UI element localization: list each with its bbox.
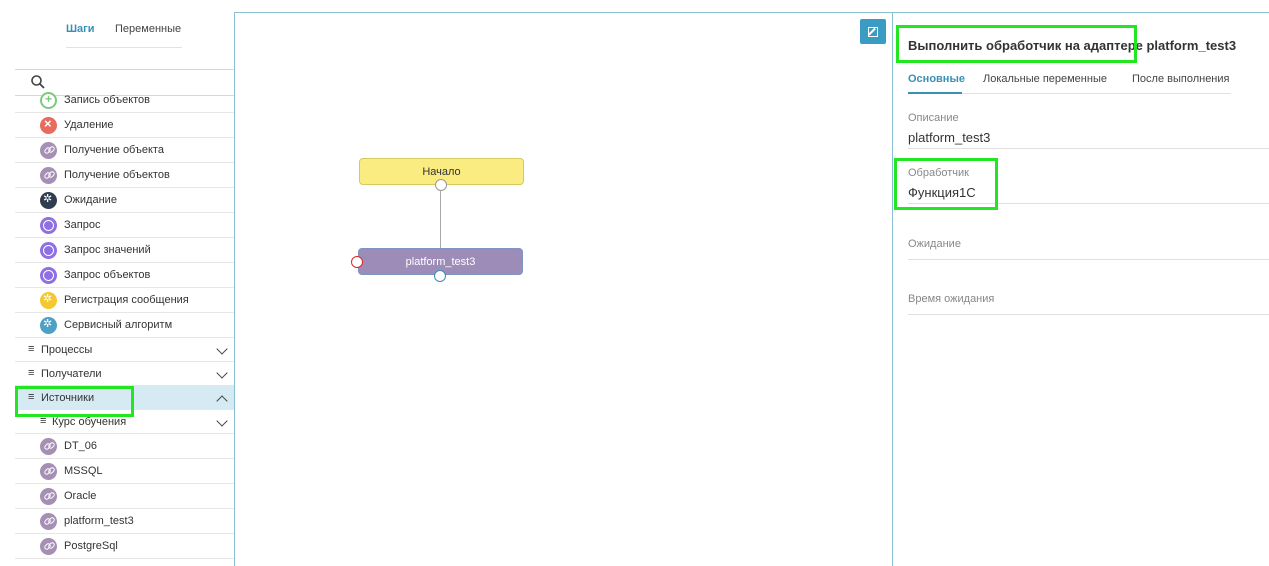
panel-title: Выполнить обработчик на адаптере platfor… [908, 38, 1237, 53]
description-field[interactable]: Описание platform_test3 [908, 112, 1269, 149]
tab-steps[interactable]: Шаги [66, 23, 95, 35]
node-start[interactable]: Начало [359, 158, 524, 185]
list-item[interactable]: platform_test3 [15, 509, 234, 534]
gear-icon [40, 192, 57, 209]
expand-button[interactable] [860, 19, 886, 44]
list-item[interactable]: Получение объектов [15, 163, 234, 188]
description-label: Описание [908, 112, 959, 124]
handler-label: Обработчик [908, 167, 969, 179]
chevron-down-icon[interactable] [216, 343, 228, 355]
add-icon [40, 92, 57, 109]
panel-tabs-divider [908, 93, 1231, 94]
list-item[interactable]: Oracle [15, 484, 234, 509]
gear-icon [40, 292, 57, 309]
list-item-label: DT_06 [64, 440, 98, 452]
gear-icon [40, 317, 57, 334]
list-item[interactable]: Запрос объектов [15, 263, 234, 288]
wait-time-label: Время ожидания [908, 293, 995, 305]
list-item-label: PostgreSql [64, 540, 118, 552]
wait-time-field[interactable]: Время ожидания [908, 293, 1269, 315]
link-icon [40, 463, 57, 480]
description-value[interactable]: platform_test3 [908, 130, 991, 145]
link-icon [40, 513, 57, 530]
list-item[interactable]: Сервисный алгоритм [15, 313, 234, 338]
active-tab-indicator [908, 92, 962, 94]
list-item[interactable]: Получение объекта [15, 138, 234, 163]
list-item-label: Запрос значений [64, 244, 151, 256]
link-icon [40, 488, 57, 505]
circle-icon [40, 217, 57, 234]
circle-icon [40, 242, 57, 259]
list-item-label: Запись объектов [64, 94, 151, 106]
chevron-down-icon[interactable] [216, 367, 228, 379]
list-item-label: Ожидание [64, 194, 117, 206]
list-item-label: Получение объектов [64, 169, 170, 181]
group-label: Курс обучения [52, 416, 127, 428]
list-item-label: MSSQL [64, 465, 103, 477]
chevron-up-icon[interactable] [216, 395, 228, 407]
search-icon[interactable] [30, 74, 46, 90]
menu-icon: ≡ [40, 415, 47, 427]
list-item-label: Регистрация сообщения [64, 294, 189, 306]
list-item[interactable]: Удаление [15, 113, 234, 138]
list-item[interactable]: Ожидание [15, 188, 234, 213]
link-icon [40, 538, 57, 555]
chevron-down-icon[interactable] [216, 415, 228, 427]
waiting-field[interactable]: Ожидание [908, 238, 1269, 260]
list-item[interactable]: MSSQL [15, 459, 234, 484]
tab-variables[interactable]: Переменные [115, 23, 182, 35]
link-icon [40, 167, 57, 184]
steps-list: Запись объектов Удаление Получение объек… [15, 92, 234, 559]
tab-after-execution[interactable]: После выполнения [1132, 73, 1230, 85]
group-label: Источники [41, 392, 95, 404]
list-item[interactable]: DT_06 [15, 434, 234, 459]
delete-icon [40, 116, 57, 134]
steps-sidebar: Шаги Переменные Запись объектов Удаление… [15, 12, 235, 566]
search-input[interactable] [51, 73, 227, 93]
link-icon [40, 438, 57, 455]
handler-value[interactable]: Функция1С [908, 185, 976, 200]
menu-icon: ≡ [28, 367, 35, 379]
list-item-label: Запрос объектов [64, 269, 151, 281]
group-label: Процессы [41, 344, 93, 356]
properties-panel [892, 13, 1269, 566]
handler-field[interactable]: Обработчик Функция1С [908, 167, 1269, 204]
flow-connector [440, 185, 441, 249]
list-item[interactable]: Регистрация сообщения [15, 288, 234, 313]
circle-icon [40, 267, 57, 284]
list-item-label: Сервисный алгоритм [64, 319, 173, 331]
waiting-label: Ожидание [908, 238, 961, 250]
port-adapter-input[interactable] [351, 256, 363, 268]
group-course[interactable]: ≡ Курс обучения [15, 410, 234, 434]
group-sources[interactable]: ≡ Источники [15, 386, 234, 410]
list-item-label: Oracle [64, 490, 97, 502]
menu-icon: ≡ [28, 343, 35, 355]
link-icon [40, 142, 57, 159]
list-item[interactable]: Запись объектов [15, 92, 234, 113]
list-item[interactable]: Запрос [15, 213, 234, 238]
port-adapter-output[interactable] [434, 270, 446, 282]
list-item-label: platform_test3 [64, 515, 134, 527]
list-item-label: Получение объекта [64, 144, 164, 156]
sidebar-tabs: Шаги Переменные [15, 12, 234, 69]
flow-canvas[interactable] [236, 13, 892, 566]
group-label: Получатели [41, 368, 102, 380]
list-item[interactable]: PostgreSql [15, 534, 234, 559]
group-receivers[interactable]: ≡ Получатели [15, 362, 234, 386]
tab-local-variables[interactable]: Локальные переменные [983, 73, 1107, 85]
menu-icon: ≡ [28, 391, 35, 403]
search-bar [15, 69, 234, 96]
port-start-output[interactable] [435, 179, 447, 191]
tabs-divider [66, 47, 182, 48]
list-item[interactable]: Запрос значений [15, 238, 234, 263]
tab-main[interactable]: Основные [908, 73, 965, 85]
list-item-label: Запрос [64, 219, 101, 231]
list-item-label: Удаление [64, 119, 114, 131]
group-processes[interactable]: ≡ Процессы [15, 338, 234, 362]
